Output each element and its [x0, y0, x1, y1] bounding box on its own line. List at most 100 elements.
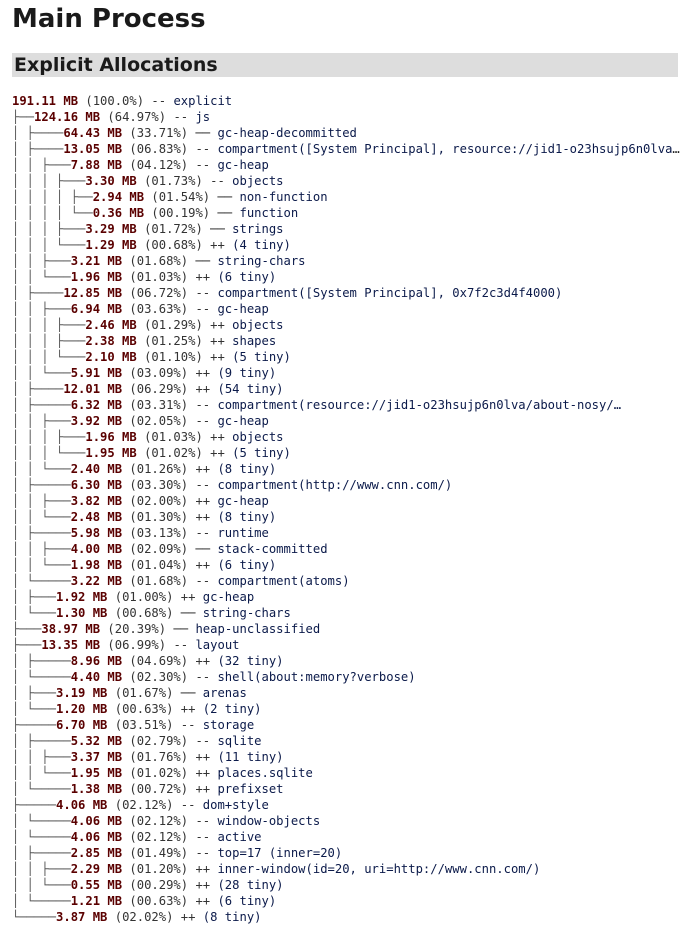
- tree-row[interactable]: │ └───1.30 MB (00.68%) ── string-chars: [12, 605, 682, 621]
- tree-row[interactable]: │ │ ├───3.92 MB (02.05%) -- gc-heap: [12, 413, 682, 429]
- row-description: inner-window(id=20, uri=http://www.cnn.c…: [217, 862, 541, 876]
- tree-row[interactable]: │ ├─────5.98 MB (03.13%) -- runtime: [12, 525, 682, 541]
- tree-row[interactable]: │ │ │ ├───3.30 MB (01.73%) -- objects: [12, 173, 682, 189]
- row-separator: --: [151, 94, 174, 108]
- tree-row[interactable]: ├───38.97 MB (20.39%) ── heap-unclassifi…: [12, 621, 682, 637]
- tree-row[interactable]: │ │ │ └───2.10 MB (01.10%) ++ (5 tiny): [12, 349, 682, 365]
- tree-row[interactable]: │ │ │ ├───3.29 MB (01.72%) ── strings: [12, 221, 682, 237]
- tree-row[interactable]: │ └───1.20 MB (00.63%) ++ (2 tiny): [12, 701, 682, 717]
- row-amount: 3.19 MB: [56, 686, 115, 700]
- row-percent: (01.00%): [114, 590, 181, 604]
- row-percent: (02.02%): [114, 910, 181, 924]
- row-separator: --: [195, 814, 218, 828]
- tree-connector: │ │ └───: [12, 878, 71, 892]
- tree-row[interactable]: │ │ │ └───1.29 MB (00.68%) ++ (4 tiny): [12, 237, 682, 253]
- tree-row[interactable]: │ │ └───1.95 MB (01.02%) ++ places.sqlit…: [12, 765, 682, 781]
- row-percent: (01.30%): [129, 510, 196, 524]
- tree-row[interactable]: │ │ ├───4.00 MB (02.09%) ── stack-commit…: [12, 541, 682, 557]
- tree-row[interactable]: │ ├─────6.30 MB (03.30%) -- compartment(…: [12, 477, 682, 493]
- row-description: string-chars: [217, 254, 306, 268]
- row-percent: (00.63%): [114, 702, 181, 716]
- row-percent: (03.51%): [114, 718, 181, 732]
- tree-connector: │ ├───: [12, 590, 57, 604]
- row-separator: ──: [173, 622, 196, 636]
- row-amount: 1.38 MB: [70, 782, 130, 796]
- tree-connector: │ └─────: [12, 894, 71, 908]
- tree-row[interactable]: │ ├─────8.96 MB (04.69%) ++ (32 tiny): [12, 653, 682, 669]
- tree-row[interactable]: └─────3.87 MB (02.02%) ++ (8 tiny): [12, 909, 682, 925]
- tree-row[interactable]: │ │ ├───7.88 MB (04.12%) -- gc-heap: [12, 157, 682, 173]
- tree-connector: │ ├─────: [12, 478, 71, 492]
- tree-row[interactable]: │ ├────12.01 MB (06.29%) ++ (54 tiny): [12, 381, 682, 397]
- row-separator: ──: [180, 686, 203, 700]
- row-percent: (01.68%): [129, 574, 196, 588]
- tree-row[interactable]: ├───13.35 MB (06.99%) -- layout: [12, 637, 682, 653]
- tree-row[interactable]: │ ├───3.19 MB (01.67%) ── arenas: [12, 685, 682, 701]
- tree-row[interactable]: │ ├─────2.85 MB (01.49%) -- top=17 (inne…: [12, 845, 682, 861]
- row-percent: (01.03%): [129, 270, 196, 284]
- tree-row[interactable]: ├─────6.70 MB (03.51%) -- storage: [12, 717, 682, 733]
- row-separator: ++: [195, 462, 218, 476]
- tree-connector: │ │ ├───: [12, 494, 71, 508]
- tree-row[interactable]: │ └─────4.06 MB (02.12%) -- active: [12, 829, 682, 845]
- tree-row[interactable]: │ └─────4.40 MB (02.30%) -- shell(about:…: [12, 669, 682, 685]
- row-separator: ──: [217, 190, 240, 204]
- tree-connector: │ ├─────: [12, 654, 71, 668]
- row-percent: (02.09%): [129, 542, 196, 556]
- row-separator: ++: [195, 894, 218, 908]
- row-description: strings: [232, 222, 284, 236]
- row-percent: (01.54%): [151, 190, 218, 204]
- tree-row[interactable]: │ └─────3.22 MB (01.68%) -- compartment(…: [12, 573, 682, 589]
- tree-row[interactable]: │ │ └───1.96 MB (01.03%) ++ (6 tiny): [12, 269, 682, 285]
- row-description: top=17 (inner=20): [217, 846, 343, 860]
- tree-row[interactable]: │ ├────12.85 MB (06.72%) -- compartment(…: [12, 285, 682, 301]
- tree-row[interactable]: ├─────4.06 MB (02.12%) -- dom+style: [12, 797, 682, 813]
- tree-row[interactable]: │ ├─────6.32 MB (03.31%) -- compartment(…: [12, 397, 682, 413]
- tree-row[interactable]: │ │ └───5.91 MB (03.09%) ++ (9 tiny): [12, 365, 682, 381]
- row-percent: (01.76%): [129, 750, 196, 764]
- tree-row[interactable]: │ └─────1.21 MB (00.63%) ++ (6 tiny): [12, 893, 682, 909]
- tree-row[interactable]: │ │ └───2.40 MB (01.26%) ++ (8 tiny): [12, 461, 682, 477]
- tree-row[interactable]: │ │ └───2.48 MB (01.30%) ++ (8 tiny): [12, 509, 682, 525]
- tree-row[interactable]: │ │ │ │ └──0.36 MB (00.19%) ── function: [12, 205, 682, 221]
- tree-row[interactable]: │ │ │ ├───2.46 MB (01.29%) ++ objects: [12, 317, 682, 333]
- tree-row[interactable]: │ └─────4.06 MB (02.12%) -- window-objec…: [12, 813, 682, 829]
- row-percent: (01.29%): [144, 318, 211, 332]
- row-amount: 5.32 MB: [70, 734, 130, 748]
- tree-connector: │ │ │ ├───: [12, 334, 86, 348]
- row-amount: 3.21 MB: [70, 254, 130, 268]
- tree-connector: │ ├─────: [12, 846, 71, 860]
- tree-row[interactable]: │ │ └───0.55 MB (00.29%) ++ (28 tiny): [12, 877, 682, 893]
- tree-row[interactable]: │ │ ├───3.82 MB (02.00%) ++ gc-heap: [12, 493, 682, 509]
- row-separator: ++: [195, 766, 218, 780]
- row-amount: 13.35 MB: [41, 638, 108, 652]
- tree-row[interactable]: │ │ │ │ ├──2.94 MB (01.54%) ── non-funct…: [12, 189, 682, 205]
- row-amount: 6.32 MB: [70, 398, 130, 412]
- tree-row[interactable]: ├──124.16 MB (64.97%) -- js: [12, 109, 682, 125]
- tree-connector: ├──: [12, 110, 35, 124]
- row-amount: 1.98 MB: [70, 558, 130, 572]
- row-description: (11 tiny): [217, 750, 284, 764]
- tree-row[interactable]: │ ├───1.92 MB (01.00%) ++ gc-heap: [12, 589, 682, 605]
- row-separator: --: [195, 414, 218, 428]
- tree-connector: │ ├────: [12, 142, 64, 156]
- tree-row[interactable]: │ │ │ ├───2.38 MB (01.25%) ++ shapes: [12, 333, 682, 349]
- tree-row[interactable]: 191.11 MB (100.0%) -- explicit: [12, 93, 682, 109]
- tree-connector: ├───: [12, 622, 42, 636]
- row-percent: (01.49%): [129, 846, 196, 860]
- tree-row[interactable]: │ │ ├───3.37 MB (01.76%) ++ (11 tiny): [12, 749, 682, 765]
- row-description: non-function: [239, 190, 328, 204]
- tree-row[interactable]: │ │ └───1.98 MB (01.04%) ++ (6 tiny): [12, 557, 682, 573]
- tree-row[interactable]: │ ├─────5.32 MB (02.79%) -- sqlite: [12, 733, 682, 749]
- tree-row[interactable]: │ │ ├───2.29 MB (01.20%) ++ inner-window…: [12, 861, 682, 877]
- tree-row[interactable]: │ │ ├───3.21 MB (01.68%) ── string-chars: [12, 253, 682, 269]
- tree-row[interactable]: │ │ │ ├───1.96 MB (01.03%) ++ objects: [12, 429, 682, 445]
- tree-row[interactable]: │ │ ├───6.94 MB (03.63%) -- gc-heap: [12, 301, 682, 317]
- tree-connector: │ ├───: [12, 686, 57, 700]
- row-amount: 1.20 MB: [56, 702, 115, 716]
- tree-row[interactable]: │ │ │ └───1.95 MB (01.02%) ++ (5 tiny): [12, 445, 682, 461]
- tree-row[interactable]: │ ├────13.05 MB (06.83%) -- compartment(…: [12, 141, 682, 157]
- row-separator: --: [195, 734, 218, 748]
- tree-row[interactable]: │ ├────64.43 MB (33.71%) ── gc-heap-deco…: [12, 125, 682, 141]
- tree-row[interactable]: │ └─────1.38 MB (00.72%) ++ prefixset: [12, 781, 682, 797]
